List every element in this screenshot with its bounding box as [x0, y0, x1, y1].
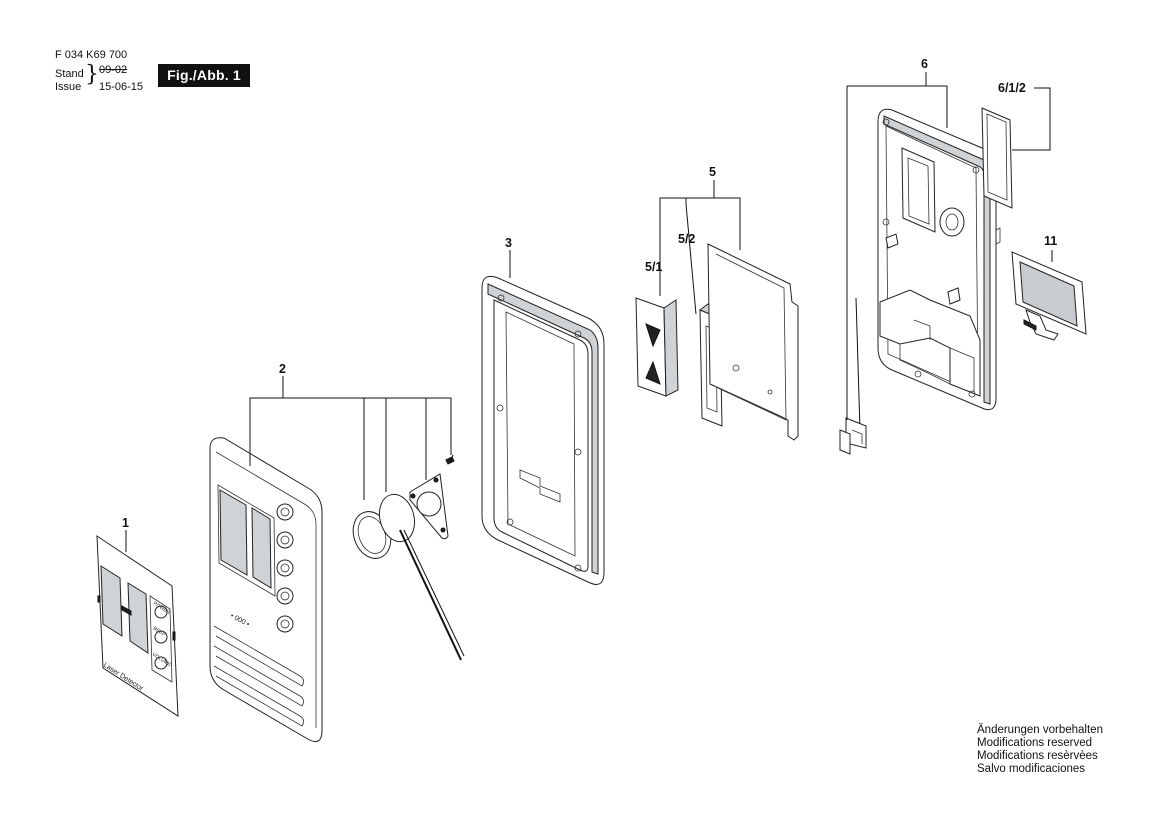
notice-line-de: Änderungen vorbehalten — [977, 724, 1103, 736]
callout-6: 6 — [921, 57, 928, 71]
part-1-label-foil: Laser Detector POWER BEEP VOLUME — [96, 535, 179, 717]
brace-glyph: } — [85, 62, 99, 87]
part-2-front-housing: • 000 • — [209, 437, 323, 743]
part-5-1-lens-block — [635, 297, 679, 397]
document-number: F 034 K69 700 — [55, 49, 128, 61]
leader-lines-2 — [249, 397, 452, 500]
part-6-1-2-gasket — [981, 107, 1013, 209]
leader-lines-6 — [846, 85, 948, 420]
stand-date: 09-02 — [99, 64, 128, 76]
notice-line-en: Modifications reserved — [977, 737, 1093, 749]
part-6-antenna-wire — [839, 297, 867, 455]
callout-2: 2 — [279, 362, 286, 376]
part-2-mounting-plate — [409, 473, 449, 540]
callout-1: 1 — [122, 516, 129, 530]
issue-label: Issue — [55, 81, 82, 93]
callout-5-2: 5/2 — [678, 232, 695, 246]
callout-5-1: 5/1 — [645, 260, 662, 274]
issue-date: 15-06-15 — [99, 81, 144, 93]
figure-badge: Fig./Abb. 1 — [158, 64, 250, 87]
part-6-rear-housing — [877, 108, 1001, 411]
callout-3: 3 — [505, 236, 512, 250]
part-5-circuit-board — [707, 243, 799, 441]
part-2-membrane-with-wire — [378, 493, 465, 661]
leader-lines-5 — [659, 197, 741, 315]
part-3-frame — [481, 275, 605, 585]
callout-6-1-2: 6/1/2 — [998, 81, 1026, 95]
modifications-notice: Änderungen vorbehalten Modifications res… — [977, 724, 1103, 776]
callout-11: 11 — [1044, 234, 1057, 248]
notice-line-fr: Modifications resèrvèes — [977, 750, 1098, 762]
leader-lines-6-1-2 — [1012, 87, 1051, 151]
notice-line-es: Salvo modificaciones — [977, 763, 1086, 775]
callout-5: 5 — [709, 165, 716, 179]
part-2-screw — [445, 454, 455, 465]
stand-label: Stand — [55, 68, 84, 80]
part-11-battery-cover — [1011, 251, 1087, 341]
